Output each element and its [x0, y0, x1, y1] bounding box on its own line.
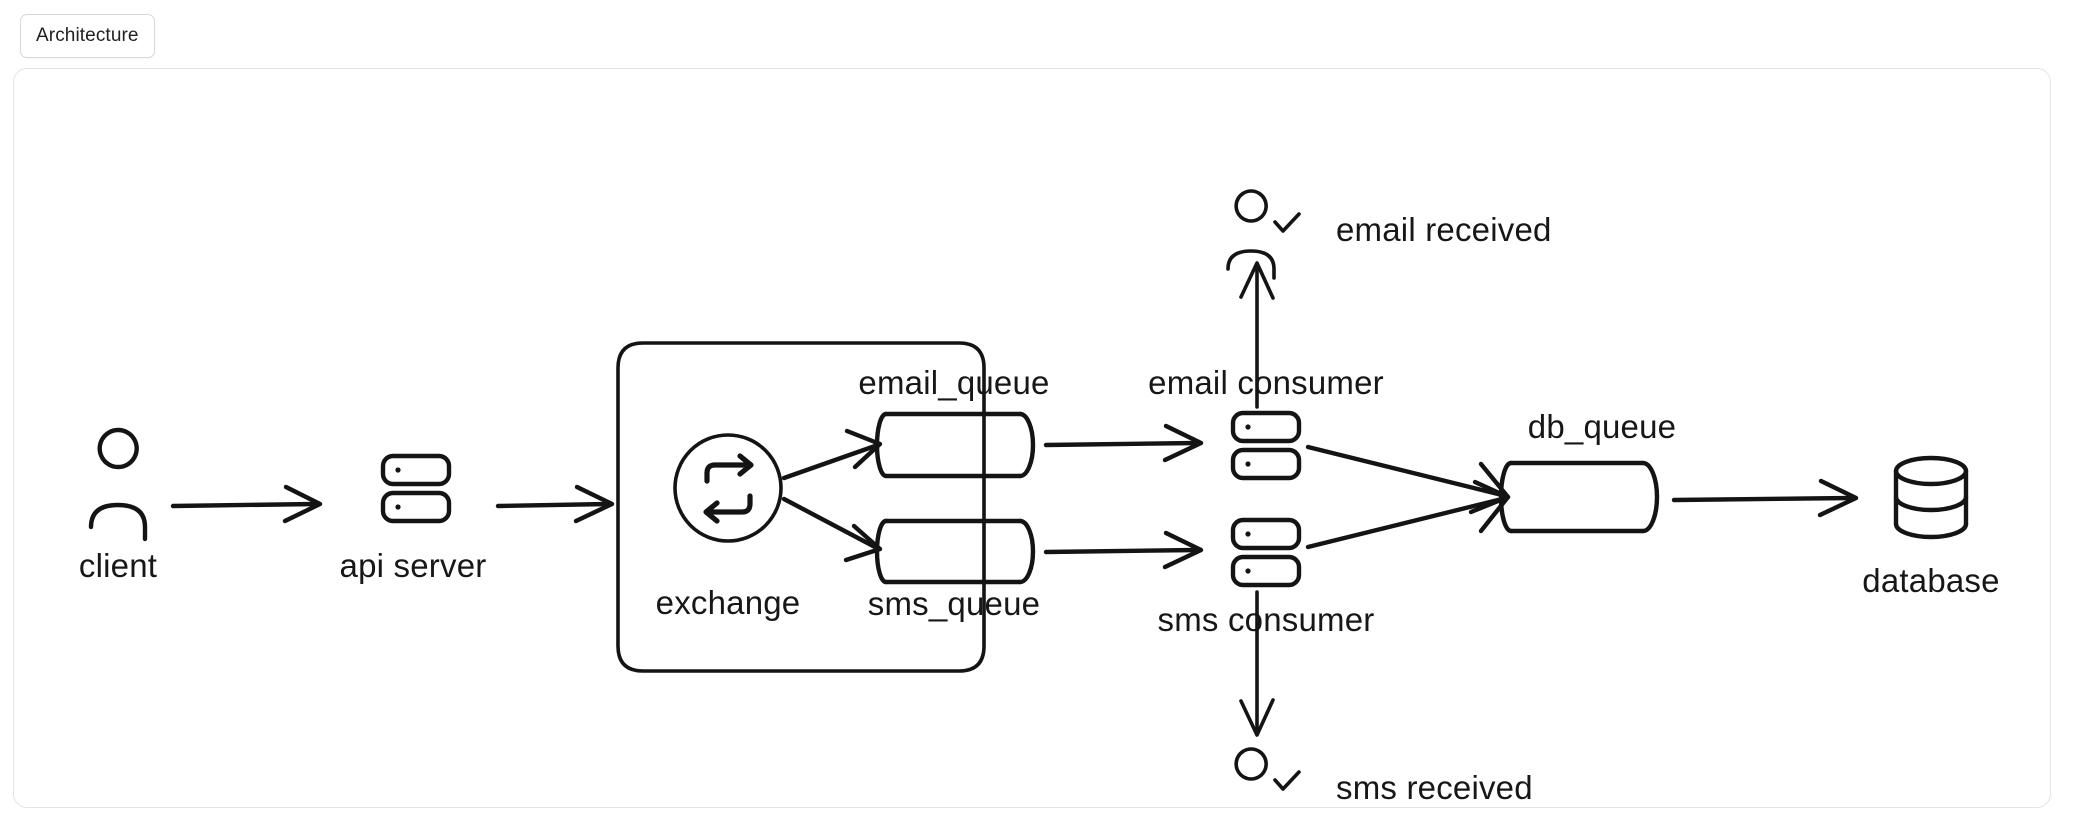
- queue-cylinder-icon: [874, 518, 1036, 585]
- node-database[interactable]: database: [1862, 455, 1999, 599]
- group-broker[interactable]: [616, 341, 986, 673]
- server-rack-icon: [380, 453, 452, 524]
- node-label-api-server: api server: [340, 547, 487, 584]
- node-label-email-queue: email_queue: [858, 364, 1049, 401]
- edge-email-consumer-to-email-received: [1239, 261, 1275, 409]
- node-api-server[interactable]: api server: [340, 453, 487, 584]
- node-sms-queue[interactable]: sms_queue: [868, 518, 1040, 622]
- exchange-swap-icon: [703, 453, 754, 524]
- edge-sms-queue-to-sms-consumer: [1043, 530, 1204, 570]
- node-client[interactable]: client: [79, 427, 157, 584]
- node-sms-consumer[interactable]: sms consumer: [1158, 517, 1375, 638]
- server-rack-icon: [1230, 517, 1302, 588]
- user-check-icon: [1226, 189, 1301, 280]
- edge-db-queue-to-database: [1671, 478, 1859, 518]
- node-label-email-received: email received: [1336, 211, 1552, 248]
- queue-cylinder-icon: [1498, 460, 1660, 534]
- node-label-client: client: [79, 547, 157, 584]
- edge-client-to-api-server: [170, 484, 323, 524]
- architecture-diagram: client api server: [79, 189, 1999, 808]
- node-label-sms-consumer: sms consumer: [1158, 601, 1375, 638]
- user-icon: [88, 427, 148, 542]
- node-db-queue[interactable]: db_queue: [1498, 408, 1676, 534]
- database-cylinder-icon: [1893, 455, 1969, 540]
- node-label-sms-received: sms received: [1336, 769, 1533, 806]
- node-label-sms-queue: sms_queue: [868, 585, 1040, 622]
- node-sms-received[interactable]: sms received: [1228, 747, 1533, 808]
- node-exchange[interactable]: exchange: [656, 433, 801, 621]
- server-rack-icon: [1230, 410, 1302, 481]
- edge-sms-consumer-to-db-queue: [1305, 479, 1511, 550]
- queue-cylinder-icon: [874, 411, 1036, 479]
- diagram-canvas[interactable]: client api server: [13, 68, 2051, 808]
- node-label-exchange: exchange: [656, 584, 801, 621]
- node-email-received[interactable]: email received: [1226, 189, 1552, 280]
- node-label-database: database: [1862, 562, 1999, 599]
- edge-api-server-to-broker: [495, 484, 615, 524]
- edge-exchange-to-email-queue: [781, 428, 883, 481]
- node-label-email-consumer: email consumer: [1148, 364, 1384, 401]
- edge-email-queue-to-email-consumer: [1043, 423, 1204, 463]
- user-check-icon: [1234, 747, 1301, 791]
- tab-architecture[interactable]: Architecture: [20, 14, 155, 58]
- edge-sms-consumer-to-sms-received: [1239, 590, 1275, 737]
- node-label-db-queue: db_queue: [1528, 408, 1676, 445]
- edge-email-consumer-to-db-queue: [1305, 444, 1511, 515]
- edge-exchange-to-sms-queue: [781, 496, 883, 563]
- node-email-consumer[interactable]: email consumer: [1148, 364, 1384, 481]
- tab-bar: Architecture: [20, 14, 155, 58]
- node-email-queue[interactable]: email_queue: [858, 364, 1049, 479]
